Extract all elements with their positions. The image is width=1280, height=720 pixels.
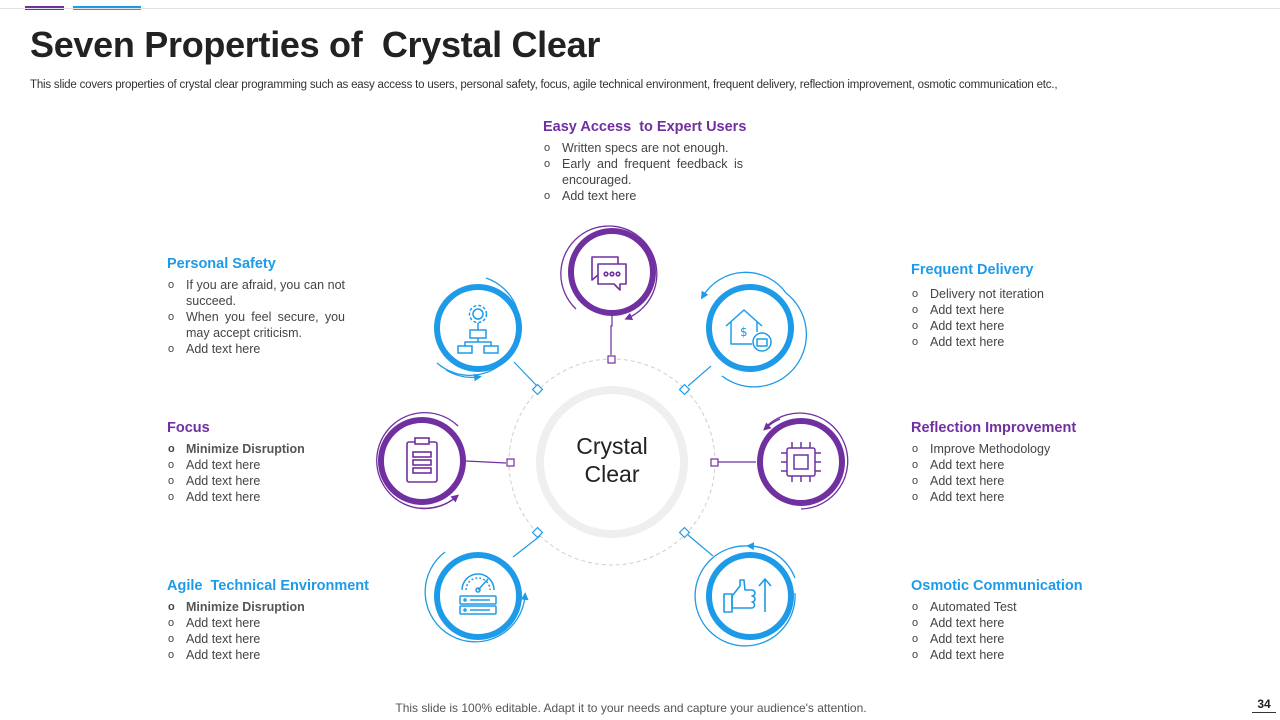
cpu-chip-icon	[781, 442, 821, 482]
block-osmotic: Osmotic Communication Automated Test Add…	[911, 578, 1111, 663]
list-item: Written specs are not enough.	[543, 140, 743, 156]
block-heading: Personal Safety	[167, 256, 276, 272]
list-item: Add text here	[167, 631, 387, 647]
house-money-icon: $	[725, 309, 772, 352]
block-frequent-delivery: Frequent Delivery Delivery not iteration…	[911, 262, 1111, 350]
list-item: Minimize Disruption	[167, 599, 387, 615]
block-agile: Agile Technical Environment Minimize Dis…	[167, 578, 387, 663]
center-label-line1: Crystal	[576, 433, 648, 459]
list-item: Add text here	[167, 489, 367, 505]
list-item: Add text here	[911, 489, 1111, 505]
block-heading: Focus	[167, 420, 210, 436]
chat-bubbles-icon	[591, 256, 627, 291]
gear-hierarchy-icon	[457, 304, 499, 354]
node-personal-safety	[434, 277, 522, 382]
node-easy-access	[560, 225, 658, 321]
page-number: 34	[1252, 697, 1276, 713]
list-item: Add text here	[911, 473, 1111, 489]
footer-note: This slide is 100% editable. Adapt it to…	[0, 701, 1280, 715]
list-item: Add text here	[543, 188, 743, 204]
node-frequent-delivery: $	[700, 271, 808, 388]
list-item: Improve Methodology	[911, 441, 1111, 457]
list-item: Add text here	[911, 631, 1111, 647]
block-heading: Reflection Improvement	[911, 420, 1077, 436]
block-reflection: Reflection Improvement Improve Methodolo…	[911, 420, 1111, 505]
list-item: Add text here	[911, 318, 1111, 334]
list-item: Early and frequent feedback is encourage…	[543, 156, 743, 188]
block-easy-access: Easy Access to Expert Users Written spec…	[543, 119, 747, 204]
center-label: Crystal Clear	[542, 432, 682, 488]
svg-text:$: $	[740, 325, 748, 339]
block-personal-safety: Personal Safety If you are afraid, you c…	[167, 256, 345, 357]
block-focus: Focus Minimize Disruption Add text here …	[167, 420, 367, 505]
list-item: If you are afraid, you can not succeed.	[167, 277, 345, 309]
block-heading: Agile Technical Environment	[167, 578, 369, 594]
list-item: Add text here	[911, 615, 1111, 631]
list-item: Add text here	[911, 334, 1111, 350]
list-item: Add text here	[167, 647, 387, 663]
block-heading: Easy Access to Expert Users	[543, 119, 747, 135]
clipboard-icon	[406, 437, 438, 483]
slide-title: Seven Properties of Crystal Clear	[30, 24, 601, 65]
footer-text: This slide is 100% editable. Adapt it to…	[395, 701, 867, 715]
list-item: Add text here	[911, 457, 1111, 473]
block-heading: Osmotic Communication	[911, 578, 1083, 594]
list-item: Add text here	[167, 473, 367, 489]
slide-subtitle: This slide covers properties of crystal …	[30, 79, 1058, 91]
node-agile	[424, 551, 529, 643]
center-disc-inner	[544, 394, 680, 530]
list-item: Add text here	[167, 341, 345, 357]
list-item: Minimize Disruption	[167, 441, 367, 457]
node-focus	[376, 412, 466, 510]
node-osmotic	[694, 542, 796, 647]
top-divider	[0, 8, 1280, 9]
list-item: Add text here	[911, 302, 1111, 318]
list-item: Add text here	[167, 457, 367, 473]
list-item: Delivery not iteration	[911, 286, 1111, 302]
block-heading: Frequent Delivery	[911, 262, 1034, 278]
list-item: Add text here	[911, 647, 1111, 663]
list-item: When you feel secure, you may accept cri…	[167, 309, 345, 341]
thumbs-up-arrow-icon	[723, 578, 772, 613]
list-item: Add text here	[167, 615, 387, 631]
center-label-line2: Clear	[584, 461, 640, 487]
speedometer-server-icon	[459, 573, 497, 615]
node-reflection	[757, 412, 849, 510]
list-item: Automated Test	[911, 599, 1111, 615]
connectors	[465, 316, 756, 558]
